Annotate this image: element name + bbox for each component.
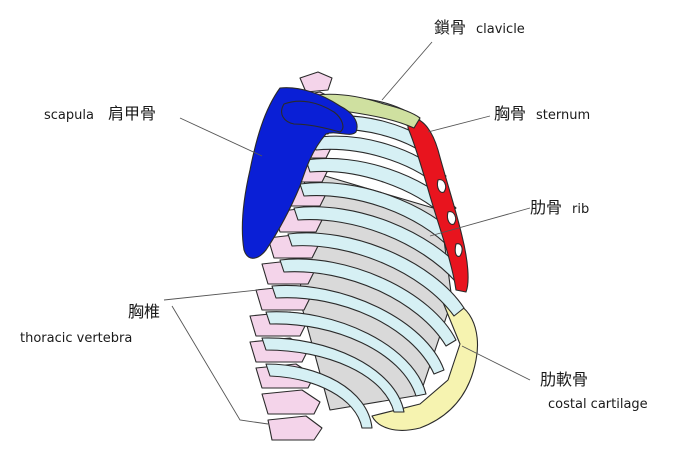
cartilage-leader [461, 345, 531, 381]
leader-lines [163, 41, 531, 425]
label-rib: 肋骨 rib [530, 200, 589, 218]
thoracic-vertebra-en: thoracic vertebra [20, 331, 133, 346]
clavicle-en: clavicle [476, 22, 525, 37]
vertebra-leader-2 [171, 305, 269, 425]
label-sternum: 胸骨 sternum [494, 106, 590, 124]
clavicle-leader [381, 41, 433, 101]
costal-cartilage [371, 299, 479, 431]
sternum-notches [436, 179, 463, 257]
label-scapula: scapula 肩甲骨 [44, 106, 156, 124]
sternum-leader [427, 115, 491, 133]
ribs [261, 96, 467, 429]
costal-cartilage-en: costal cartilage [548, 397, 648, 412]
rib-en: rib [572, 202, 590, 217]
scapula-en: scapula [44, 108, 94, 123]
costal-cartilage-ja: 肋軟骨 [540, 370, 589, 389]
rib-ja: 肋骨 [530, 198, 563, 217]
sternum-ja: 胸骨 [494, 104, 527, 123]
rib-leader [429, 207, 531, 237]
thoracic-vertebra-ja: 胸椎 [127, 302, 160, 321]
vertebra-leader-1 [163, 289, 259, 301]
scapula-ja: 肩甲骨 [107, 104, 156, 123]
label-costal-cartilage-en: costal cartilage [548, 396, 648, 413]
sternum [407, 117, 469, 293]
scapula [241, 87, 358, 259]
sternum-en: sternum [536, 108, 591, 123]
acromion [281, 100, 344, 133]
label-clavicle: 鎖骨 clavicle [434, 20, 525, 38]
label-costal-cartilage: 肋軟骨 [540, 372, 588, 388]
scapula-leader [179, 117, 263, 157]
clavicle-ja: 鎖骨 [434, 18, 467, 37]
label-thoracic-vertebra: 胸椎 [20, 304, 160, 320]
label-thoracic-vertebra-en: thoracic vertebra [20, 330, 132, 347]
